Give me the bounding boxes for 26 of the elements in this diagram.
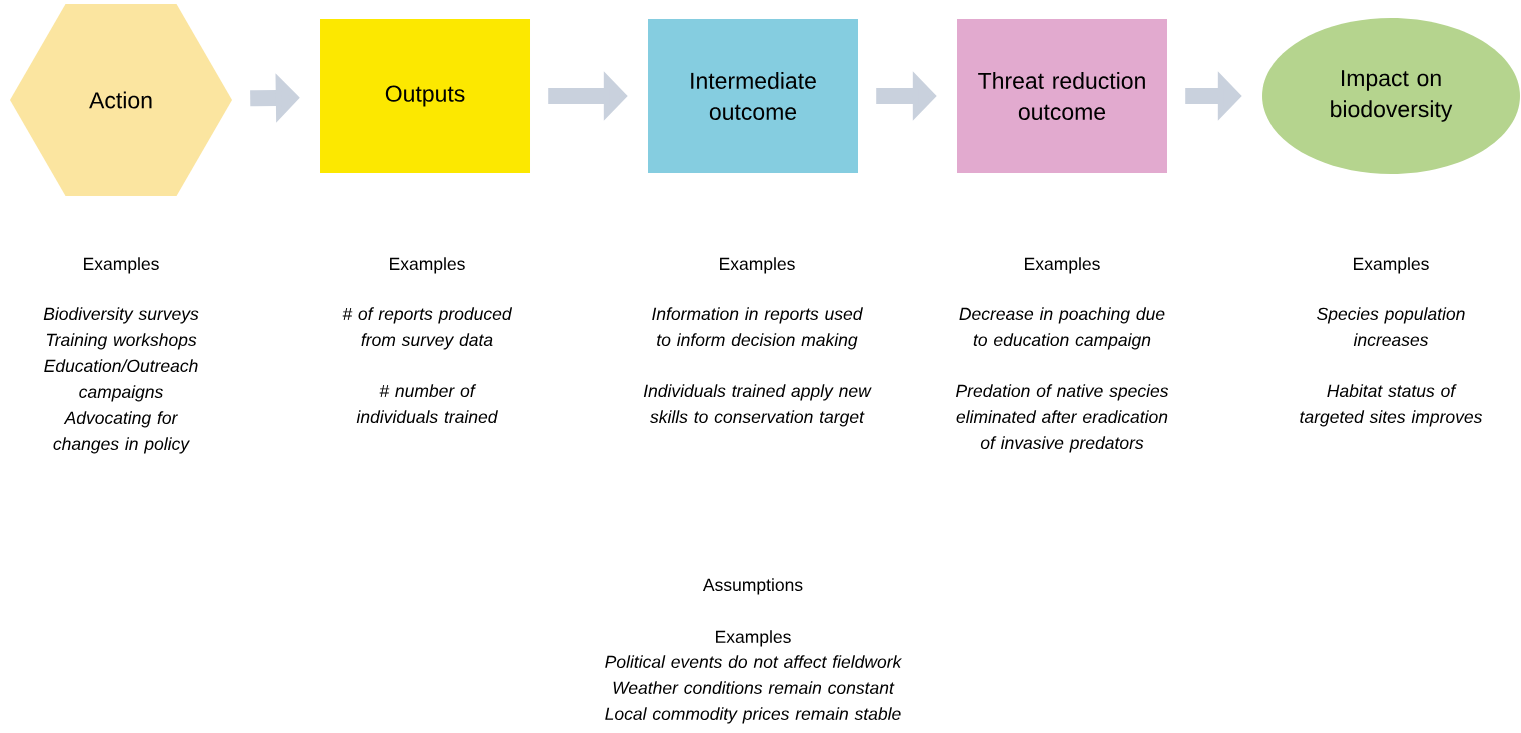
process-box: Outputs (320, 19, 530, 173)
example-text: Training workshops (46, 333, 197, 350)
example-text: Advocating for changes in policy (53, 411, 190, 454)
example-text: Species population increases (1317, 307, 1465, 347)
example-text: Individuals trained apply new skills to conservation target (643, 384, 872, 427)
example-text: Predation of native species eliminated after eradication of invasive predators (956, 384, 1169, 453)
example-text: Information in reports used to inform decision making (652, 307, 863, 350)
example-text: Biodiversity surveys (43, 307, 199, 324)
heading-text: Examples (1354, 257, 1429, 274)
hexagon: Action (10, 4, 232, 196)
process-box: Intermediate outcome (648, 19, 858, 173)
heading-text: Examples (84, 257, 159, 274)
process-box: Threat reduction outcome (957, 19, 1167, 173)
heading-text: Examples (390, 257, 465, 274)
heading-text: Assumptions (702, 578, 803, 595)
heading-text: Examples (1025, 257, 1100, 274)
example-text: Education/Outreach campaigns (44, 359, 198, 402)
example-text: # of reports produced from survey data (342, 307, 513, 350)
example-text: Weather conditions remain constant (613, 681, 895, 695)
example-text: # number of individuals trained (356, 384, 498, 424)
example-text: Decrease in poaching due to education campaign (959, 307, 1165, 350)
heading-text: Examples (716, 630, 791, 647)
heading-text: Examples (720, 257, 795, 274)
example-text: Habitat status of targeted sites improves (1300, 384, 1483, 427)
example-text: Local commodity prices remain stable (605, 707, 901, 724)
example-text: Political events do not affect fieldwork (605, 655, 903, 669)
